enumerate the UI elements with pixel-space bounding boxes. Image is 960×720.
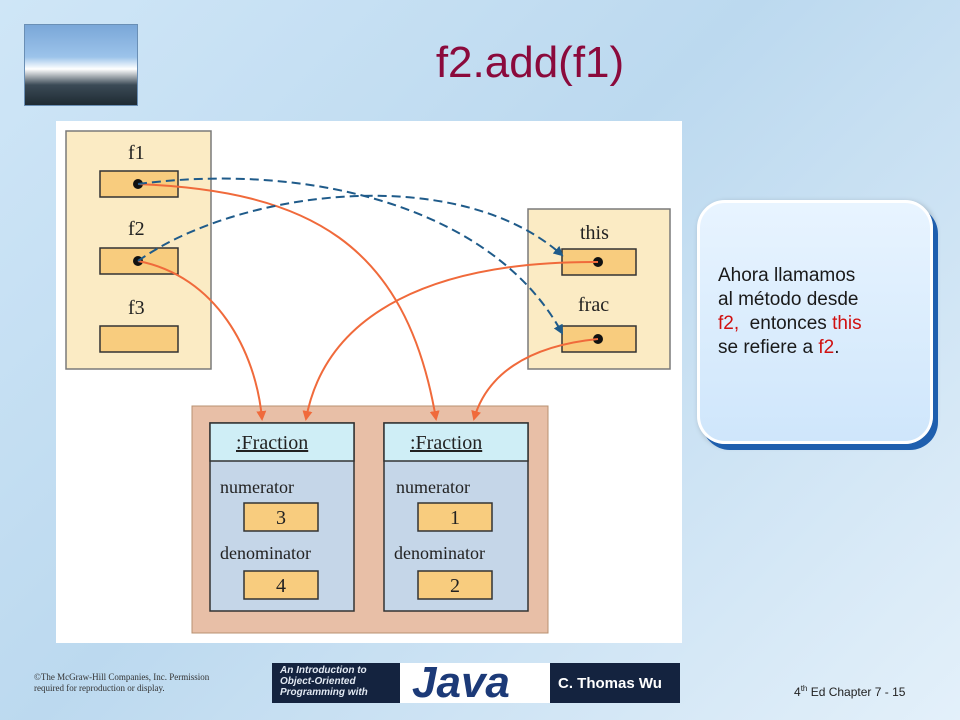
numerator-box-2 xyxy=(417,502,493,532)
memory-diagram: f1 f2 f3 this frac :Fraction numerator 3… xyxy=(65,130,671,634)
callout-text: Ahora llamamos al método desde f2, enton… xyxy=(718,264,913,360)
callout-line-1: Ahora llamamos xyxy=(718,265,856,286)
copyright-line-2: required for reproduction or display. xyxy=(34,683,165,693)
denominator-label-1: denominator xyxy=(220,543,311,563)
fraction-header-2 xyxy=(383,422,529,462)
banner-java-wordmark: Java xyxy=(412,663,510,703)
var-box-f3 xyxy=(99,325,179,353)
var-label-f1: f1 xyxy=(128,142,145,164)
denominator-value-1: 4 xyxy=(276,575,286,597)
fraction-header-1 xyxy=(209,422,355,462)
numerator-value-2: 1 xyxy=(450,507,460,529)
callout-se-refiere: se refiere a xyxy=(718,337,819,358)
ref-arrow-f2-to-object-1 xyxy=(137,260,267,421)
chapter-text: Ed Chapter 7 - 15 xyxy=(807,685,906,699)
ref-arrow-f1-to-object-2 xyxy=(137,183,440,421)
callout-line-2: al método desde xyxy=(718,289,859,310)
book-banner: An Introduction to Object-Oriented Progr… xyxy=(272,663,680,703)
denominator-box-2 xyxy=(417,570,493,600)
banner-line-1: An Introduction to xyxy=(280,665,367,676)
class-label-1: :Fraction xyxy=(236,432,308,454)
ref-arrow-this-to-object-1 xyxy=(302,260,599,421)
callout-f2-end: f2 xyxy=(818,337,835,358)
param-arrow-f1-to-frac xyxy=(137,177,563,335)
denominator-label-2: denominator xyxy=(394,543,485,563)
callout-box xyxy=(697,200,933,444)
chapter-number: 4 xyxy=(794,685,801,699)
banner-line-2: Object-Oriented xyxy=(280,676,356,687)
var-label-f2: f2 xyxy=(128,218,145,240)
ref-arrow-frac-to-object-2 xyxy=(471,338,599,421)
callout-f2: f2, xyxy=(718,313,740,334)
numerator-value-1: 3 xyxy=(276,507,286,529)
slide-title: f2.add(f1) xyxy=(435,38,625,87)
numerator-label-1: numerator xyxy=(220,477,294,497)
numerator-box-1 xyxy=(243,502,319,532)
copyright-line-1: ©The McGraw-Hill Companies, Inc. Permiss… xyxy=(34,672,210,682)
banner-java-background xyxy=(400,663,550,703)
chapter-label: 4th Ed Chapter 7 - 15 xyxy=(794,684,905,699)
denominator-box-1 xyxy=(243,570,319,600)
class-label-2: :Fraction xyxy=(410,432,482,454)
banner-line-3: Programming with xyxy=(280,687,368,698)
chapter-ordinal: th xyxy=(800,684,808,693)
callout-period: . xyxy=(834,337,840,358)
param-label-this: this xyxy=(580,222,609,244)
copyright-notice: ©The McGraw-Hill Companies, Inc. Permiss… xyxy=(34,672,274,694)
banner-author: C. Thomas Wu xyxy=(558,675,662,692)
banner-subtitle: An Introduction to Object-Oriented Progr… xyxy=(280,665,400,698)
var-label-f3: f3 xyxy=(128,297,145,319)
diagram-panel: f1 f2 f3 this frac :Fraction numerator 3… xyxy=(56,121,682,643)
denominator-value-2: 2 xyxy=(450,575,460,597)
param-label-frac: frac xyxy=(578,294,609,316)
numerator-label-2: numerator xyxy=(396,477,470,497)
wave-photo xyxy=(24,24,138,106)
callout-this: this xyxy=(832,313,862,334)
callout-entonces: entonces xyxy=(739,313,833,334)
